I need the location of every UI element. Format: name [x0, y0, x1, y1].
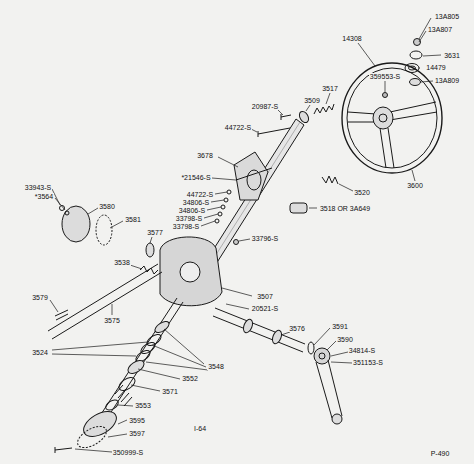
- part-number: 3600: [406, 182, 424, 189]
- part-number: *21546-S: [180, 174, 211, 181]
- part-number: 3571: [161, 388, 179, 395]
- housing-bore: [180, 262, 200, 282]
- horn-parts: [405, 39, 422, 86]
- part-number: 34806-S: [182, 199, 210, 206]
- part-number: 3548: [207, 363, 225, 370]
- part-number: 3591: [331, 323, 349, 330]
- part-number: 3580: [98, 203, 116, 210]
- part-number: 3520: [353, 189, 371, 196]
- part-number: 3595: [128, 417, 146, 424]
- sector-shaft: [48, 243, 162, 339]
- parts: [48, 39, 442, 454]
- part-number: 33798-S: [175, 215, 203, 222]
- part-number: 3552: [181, 375, 199, 382]
- part-number: 3576: [288, 325, 306, 332]
- part-number: 3579: [31, 294, 49, 301]
- part-number: 34814-S: [348, 347, 376, 354]
- page-code: I-64: [193, 425, 207, 432]
- part-number: 13A805: [434, 13, 460, 20]
- part-number: 359553-S: [369, 73, 401, 80]
- part-number: 3581: [124, 216, 142, 223]
- part-number: 13A809: [434, 77, 460, 84]
- part-number: 20521-S: [251, 305, 279, 312]
- part-number: 3509: [303, 97, 321, 104]
- column-bracket: [215, 152, 272, 223]
- part-number: 351153-S: [352, 359, 384, 366]
- steering-wheel: [342, 63, 442, 173]
- part-number: 14308: [341, 35, 362, 42]
- part-number: 20987-S: [251, 103, 279, 110]
- part-number: 3575: [103, 317, 121, 324]
- gear-housing: [160, 237, 222, 306]
- part-number: 33796-S: [251, 235, 279, 242]
- part-number: 350999-S: [112, 449, 144, 456]
- part-number: 3590: [336, 336, 354, 343]
- part-number: 3553: [134, 402, 152, 409]
- part-number: 33798-S: [172, 223, 200, 230]
- part-number: 34806-S: [178, 207, 206, 214]
- part-number: 3678: [196, 152, 214, 159]
- part-number: 3518 OR 3A649: [319, 205, 371, 212]
- part-number: 3597: [128, 430, 146, 437]
- part-number: 13A807: [427, 26, 453, 33]
- part-number: 3517: [321, 85, 339, 92]
- part-number: 14479: [425, 64, 446, 71]
- part-number: 3577: [146, 229, 164, 236]
- part-number: 3631: [443, 52, 461, 59]
- part-number: *3564: [34, 193, 54, 200]
- pitman-shaft: [213, 308, 342, 424]
- part-number: 44722-S: [224, 124, 252, 131]
- page-code: P-490: [430, 450, 451, 457]
- part-number: 3524: [31, 349, 49, 356]
- part-number: 3538: [113, 259, 131, 266]
- part-number: 33943-S: [24, 184, 52, 191]
- leader-lines: [50, 18, 441, 452]
- part-number: 44722-S: [186, 191, 214, 198]
- side-cover: [60, 206, 113, 246]
- part-number: 3507: [256, 293, 274, 300]
